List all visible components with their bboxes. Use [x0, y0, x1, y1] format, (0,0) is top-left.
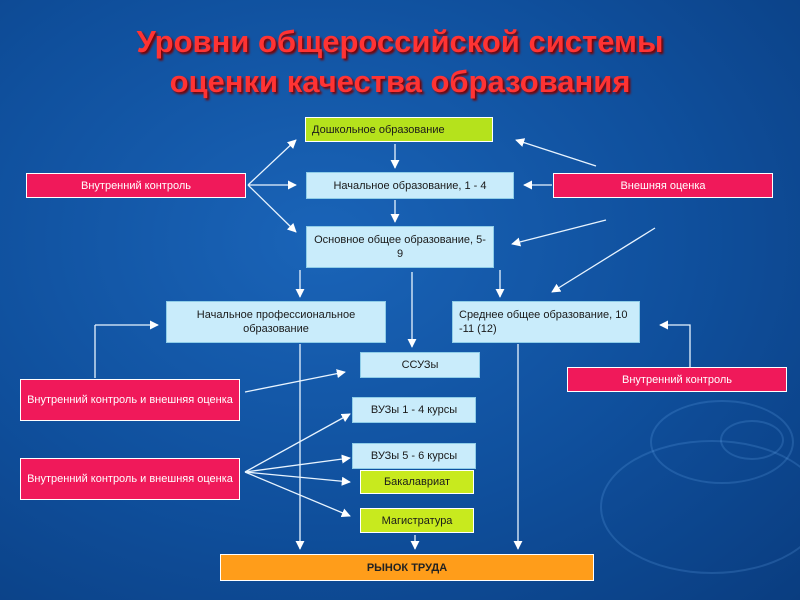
- control-internal-top-label: Внутренний контроль: [81, 179, 191, 192]
- node-vuz-5-6-label: ВУЗы 5 - 6 курсы: [370, 450, 458, 462]
- node-primary-label: Начальное образование, 1 - 4: [333, 179, 487, 192]
- node-secondary-label: Среднее общее образование, 10 -11 (12): [459, 309, 628, 335]
- node-primary: Начальное образование, 1 - 4: [306, 172, 514, 199]
- node-vocational-label: Начальное профессиональное образование: [196, 309, 356, 335]
- page-title: Уровни общероссийской системы оценки кач…: [0, 22, 800, 102]
- arrow-ie2-to-vuz56: [244, 454, 351, 473]
- node-master: Магистратура: [360, 508, 474, 533]
- node-preschool: Дошкольное образование: [305, 117, 493, 142]
- node-labor-market: РЫНОК ТРУДА: [220, 554, 594, 581]
- node-basic: Основное общее образование, 5-9: [306, 226, 494, 268]
- node-vuz-1-4-label: ВУЗы 1 - 4 курсы: [370, 404, 458, 416]
- control-internal-right-label: Внутренний контроль: [622, 373, 732, 386]
- arrow-ie1-to-ssuz: [244, 369, 346, 393]
- control-internal-top: Внутренний контроль: [26, 173, 246, 198]
- node-basic-label: Основное общее образование, 5-9: [314, 234, 486, 260]
- node-secondary: Среднее общее образование, 10 -11 (12): [452, 301, 640, 343]
- control-external-label: Внешняя оценка: [620, 179, 706, 192]
- node-ssuz-label: ССУЗы: [401, 359, 439, 371]
- arrow-internal-right-to-secondary: [659, 320, 691, 367]
- node-vuz-5-6: ВУЗы 5 - 6 курсы: [352, 443, 476, 469]
- node-vocational: Начальное профессиональное образование: [166, 301, 386, 343]
- node-bachelor-label: Бакалавриат: [383, 476, 451, 488]
- arrow-ie2-to-master: [244, 471, 351, 518]
- node-vuz-1-4: ВУЗы 1 - 4 курсы: [352, 397, 476, 423]
- control-internal-external-2: Внутренний контроль и внешняя оценка: [20, 458, 240, 500]
- node-labor-market-label: РЫНОК ТРУДА: [366, 561, 448, 574]
- ripple-decoration: [600, 440, 800, 574]
- control-internal-external-2-label: Внутренний контроль и внешняя оценка: [27, 473, 233, 485]
- control-internal-right: Внутренний контроль: [567, 367, 787, 392]
- arrow-internal-to-preschool: [247, 139, 297, 186]
- arrow-ie2-to-bachelor: [244, 471, 351, 486]
- title-line-2: оценки качества образования: [169, 64, 631, 99]
- node-preschool-label: Дошкольное образование: [312, 123, 445, 136]
- control-internal-external-1-label: Внутренний контроль и внешняя оценка: [27, 394, 233, 406]
- arrow-ie2-to-vuz14: [244, 413, 351, 473]
- arrow-external-to-preschool: [515, 138, 597, 167]
- node-master-label: Магистратура: [381, 514, 453, 527]
- control-external: Внешняя оценка: [553, 173, 773, 198]
- node-bachelor: Бакалавриат: [360, 470, 474, 494]
- arrow-internal-to-basic: [247, 184, 297, 233]
- node-ssuz: ССУЗы: [360, 352, 480, 378]
- title-line-1: Уровни общероссийской системы: [136, 24, 664, 59]
- control-internal-external-1: Внутренний контроль и внешняя оценка: [20, 379, 240, 421]
- arrow-external-to-basic: [511, 219, 607, 247]
- ripple-decoration: [720, 420, 784, 460]
- arrow-external-to-secondary: [551, 227, 656, 293]
